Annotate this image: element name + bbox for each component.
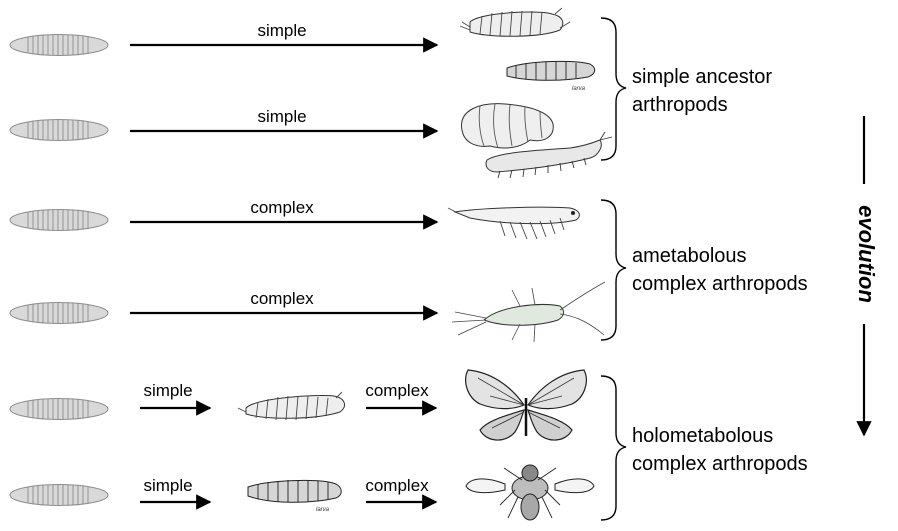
egg-icon (10, 210, 108, 231)
arrow-label: simple (257, 21, 306, 40)
caterpillar-icon (460, 8, 570, 36)
group-label: ametabolous (632, 245, 747, 267)
group-label: complex arthropods (632, 453, 808, 475)
group-label: simple ancestor (632, 66, 772, 88)
shrimp-icon (448, 207, 579, 239)
arrow-label: simple (143, 476, 192, 495)
group-brace (601, 200, 626, 340)
group-label: complex arthropods (632, 273, 808, 295)
arrow-label: complex (250, 289, 314, 308)
larva-icon: larva (507, 61, 595, 92)
group-label: arthropods (632, 94, 728, 116)
arrow-label: simple (143, 381, 192, 400)
svg-text:larva: larva (572, 86, 586, 92)
arrow-label: complex (365, 476, 429, 495)
fly-icon (466, 465, 594, 520)
caterpillar-icon (238, 392, 345, 420)
arrow-label: complex (250, 198, 314, 217)
silverfish-icon (452, 282, 605, 342)
egg-icon (10, 303, 108, 324)
arrow-label: simple (257, 107, 306, 126)
group-label: holometabolous (632, 425, 773, 447)
butterfly-icon (466, 370, 587, 440)
egg-icon (10, 399, 108, 420)
arrow-label: complex (365, 381, 429, 400)
svg-text:larva: larva (316, 507, 330, 513)
grub-icon (462, 104, 554, 148)
egg-icon (10, 120, 108, 141)
larva-icon: larva (248, 480, 341, 513)
evolution-label: evolution (854, 205, 879, 303)
egg-icon (10, 485, 108, 506)
egg-icon (10, 35, 108, 56)
group-brace (601, 376, 626, 520)
